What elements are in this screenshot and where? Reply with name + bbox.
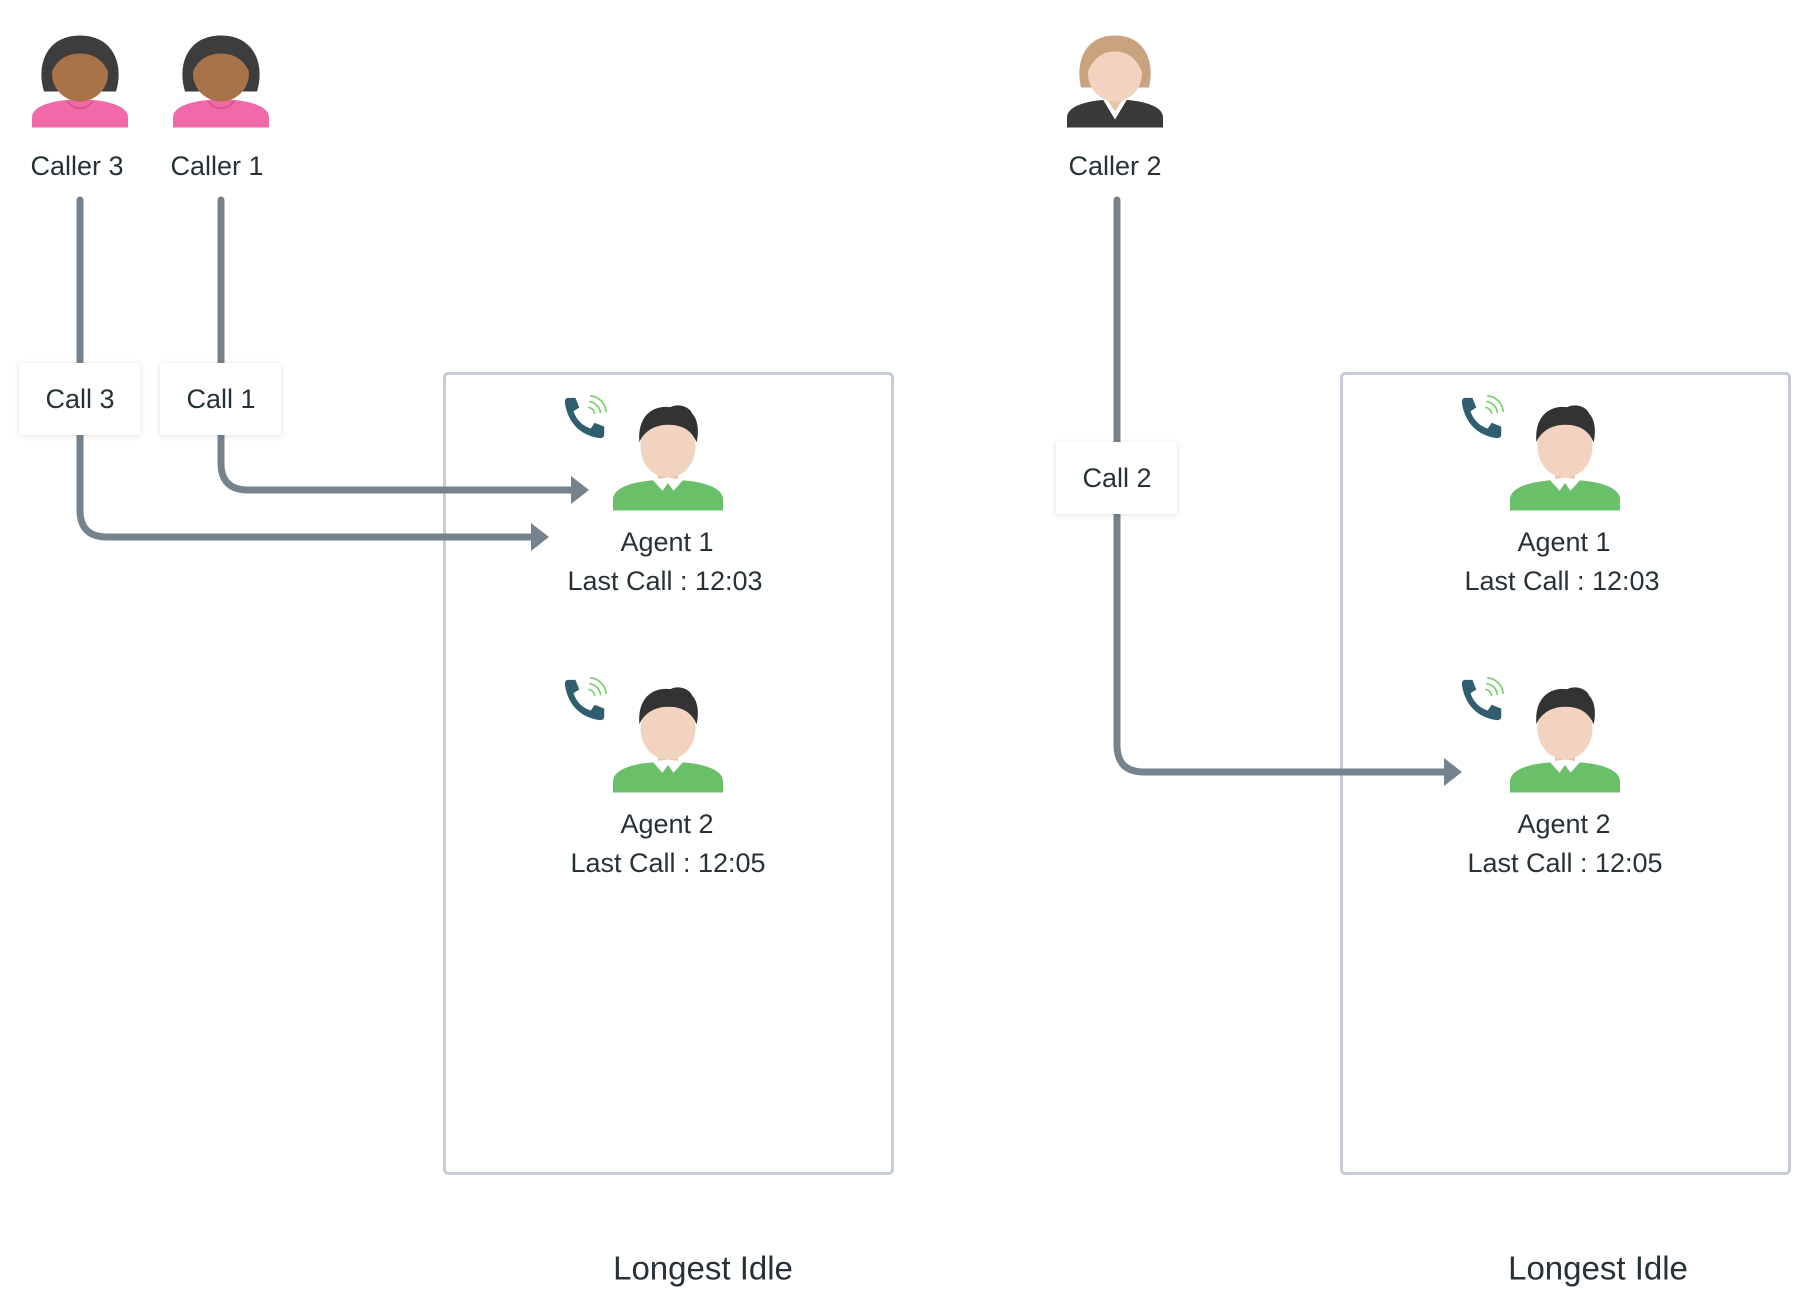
agent-name: Agent 1 (620, 527, 713, 557)
caller-name: Caller 2 (1068, 151, 1161, 181)
arrowhead-call-3 (531, 523, 549, 551)
male-agent-icon (613, 687, 723, 793)
male-agent-icon (613, 405, 723, 511)
male-agent-icon (1510, 405, 1620, 511)
female-caller-pink-icon (30, 34, 130, 129)
call-label-text: Call 1 (186, 384, 255, 414)
agent-name: Agent 2 (620, 809, 713, 839)
panel-left-caption: Longest Idle (613, 1250, 793, 1287)
connector-call-3 (76, 196, 536, 541)
agent-last-call: Last Call : 12:03 (1464, 566, 1659, 596)
male-agent-icon (1510, 687, 1620, 793)
call-label-text: Call 2 (1082, 463, 1151, 493)
call-label-call-1: Call 1 (160, 363, 281, 435)
female-caller-dark-suit-icon (1067, 35, 1163, 128)
panel-left-frame (443, 372, 894, 1175)
caller-3: Caller 3 (30, 34, 130, 181)
agent-name: Agent 1 (1517, 527, 1610, 557)
connector-call-1 (217, 196, 576, 494)
call-label-call-2: Call 2 (1056, 442, 1177, 514)
call-label-text: Call 3 (45, 384, 114, 414)
panel-right-agent-2: Agent 2 Last Call : 12:05 (1461, 677, 1663, 878)
ringing-phone-icon (564, 677, 608, 722)
ringing-phone-icon (1461, 677, 1505, 722)
female-caller-pink-icon (171, 34, 271, 129)
connector-call-2 (1113, 196, 1449, 776)
caller-name: Caller 1 (170, 151, 263, 181)
ringing-phone-icon (564, 395, 608, 440)
caller-2: Caller 2 (1067, 35, 1163, 181)
caller-1: Caller 1 (170, 34, 271, 181)
arrowhead-call-1 (571, 476, 589, 504)
call-label-call-3: Call 3 (19, 363, 140, 435)
agent-last-call: Last Call : 12:03 (567, 566, 762, 596)
panel-right-agent-1: Agent 1 Last Call : 12:03 (1461, 395, 1660, 596)
panel-left-agent-1: Agent 1 Last Call : 12:03 (564, 395, 763, 596)
caller-name: Caller 3 (30, 151, 123, 181)
agent-last-call: Last Call : 12:05 (1467, 848, 1662, 878)
agent-name: Agent 2 (1517, 809, 1610, 839)
agent-last-call: Last Call : 12:05 (570, 848, 765, 878)
panel-right-caption: Longest Idle (1508, 1250, 1688, 1287)
panel-left-agent-2: Agent 2 Last Call : 12:05 (564, 677, 766, 878)
arrowhead-call-2 (1444, 758, 1462, 786)
ringing-phone-icon (1461, 395, 1505, 440)
